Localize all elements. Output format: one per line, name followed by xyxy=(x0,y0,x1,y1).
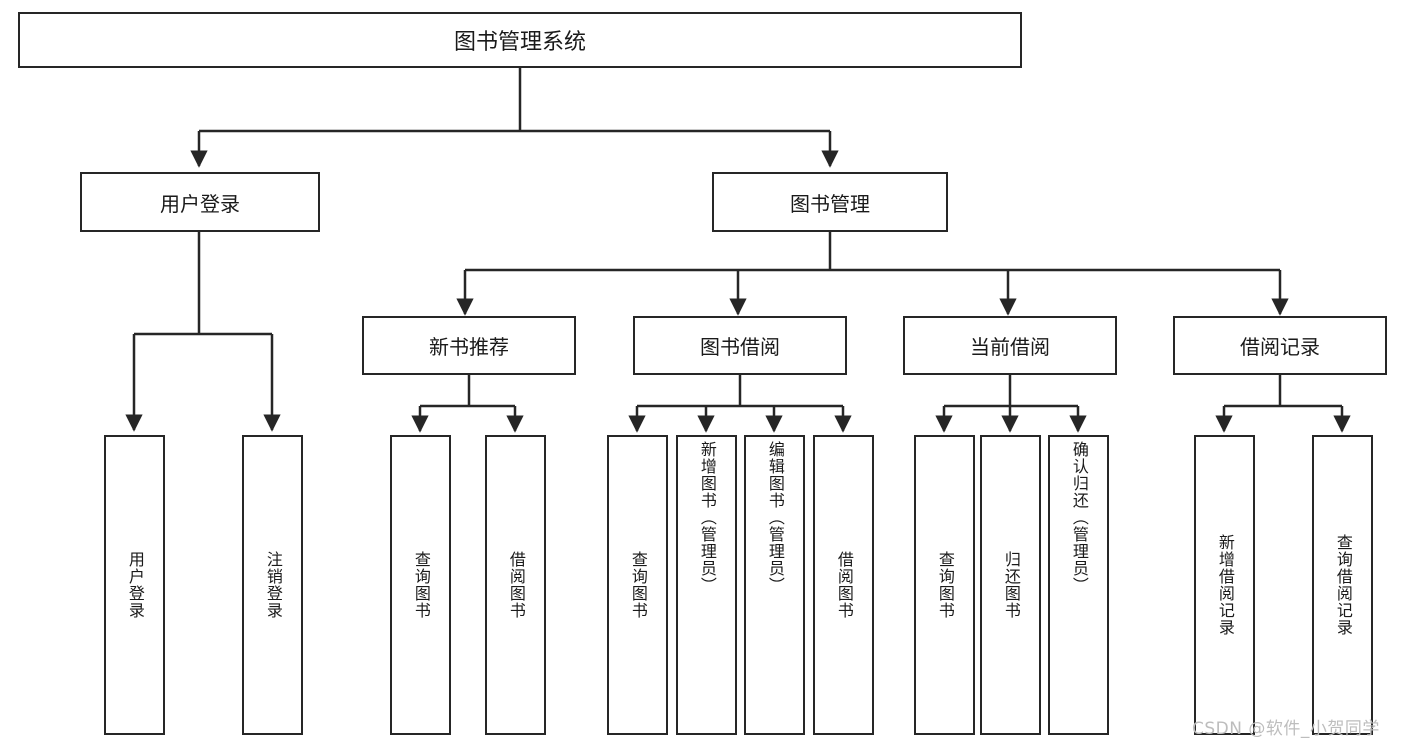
leaf-user-login-signout[interactable]: 注销登录 xyxy=(242,435,303,735)
node-label: 图书管理 xyxy=(790,191,870,216)
node-label: 新增图书（管理员） xyxy=(697,441,717,594)
leaf-user-login-signin[interactable]: 用户登录 xyxy=(104,435,165,735)
node-root-system[interactable]: 图书管理系统 xyxy=(18,12,1022,68)
node-label: 新增借阅记录 xyxy=(1215,534,1235,636)
node-label: 图书借阅 xyxy=(700,335,780,359)
leaf-borrow-edit-book-admin[interactable]: 编辑图书（管理员） xyxy=(744,435,805,735)
node-book-borrow[interactable]: 图书借阅 xyxy=(633,316,847,375)
node-label: 确认归还（管理员） xyxy=(1069,441,1089,594)
node-label: 用户登录 xyxy=(160,191,240,216)
leaf-record-add-record[interactable]: 新增借阅记录 xyxy=(1194,435,1255,735)
node-label: 归还图书 xyxy=(1001,551,1021,619)
leaf-current-confirm-return-admin[interactable]: 确认归还（管理员） xyxy=(1048,435,1109,735)
leaf-recommend-query-book[interactable]: 查询图书 xyxy=(390,435,451,735)
node-label: 借阅记录 xyxy=(1240,335,1320,359)
node-borrow-record[interactable]: 借阅记录 xyxy=(1173,316,1387,375)
node-label: 借阅图书 xyxy=(834,551,854,619)
node-label: 当前借阅 xyxy=(970,335,1050,359)
node-label: 编辑图书（管理员） xyxy=(765,441,785,594)
node-label: 查询图书 xyxy=(628,551,648,619)
leaf-borrow-query-book[interactable]: 查询图书 xyxy=(607,435,668,735)
node-label: 用户登录 xyxy=(125,551,145,619)
node-label: 查询图书 xyxy=(411,551,431,619)
csdn-watermark: CSDN @软件_小贺同学 xyxy=(1192,719,1380,739)
leaf-record-query-record[interactable]: 查询借阅记录 xyxy=(1312,435,1373,735)
node-label: 注销登录 xyxy=(263,551,283,619)
node-user-login[interactable]: 用户登录 xyxy=(80,172,320,232)
node-label: 新书推荐 xyxy=(429,335,509,359)
leaf-current-return-book[interactable]: 归还图书 xyxy=(980,435,1041,735)
leaf-recommend-borrow-book[interactable]: 借阅图书 xyxy=(485,435,546,735)
leaf-borrow-add-book-admin[interactable]: 新增图书（管理员） xyxy=(676,435,737,735)
node-book-management[interactable]: 图书管理 xyxy=(712,172,948,232)
node-current-borrow[interactable]: 当前借阅 xyxy=(903,316,1117,375)
node-label: 图书管理系统 xyxy=(453,30,586,55)
node-new-book-recommend[interactable]: 新书推荐 xyxy=(362,316,576,375)
node-label: 查询借阅记录 xyxy=(1333,534,1353,636)
leaf-borrow-borrow-book[interactable]: 借阅图书 xyxy=(813,435,874,735)
node-label: 查询图书 xyxy=(935,551,955,619)
leaf-current-query-book[interactable]: 查询图书 xyxy=(914,435,975,735)
node-label: 借阅图书 xyxy=(506,551,526,619)
